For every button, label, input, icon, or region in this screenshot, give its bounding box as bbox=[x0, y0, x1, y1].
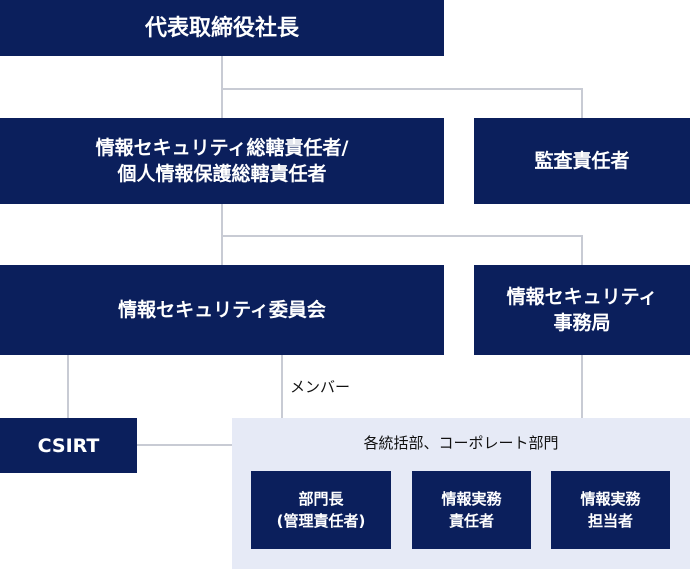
auditor-label: 監査責任者 bbox=[534, 150, 630, 172]
committee-box: 情報セキュリティ委員会 bbox=[0, 265, 444, 355]
dept-head-box: 部門長 (管理責任者) bbox=[251, 471, 391, 549]
committee-label: 情報セキュリティ委員会 bbox=[118, 299, 326, 321]
dept-head-label-line2: (管理責任者) bbox=[276, 512, 366, 530]
practice-resp-label-line2: 責任者 bbox=[448, 512, 494, 530]
practice-staff-label-line1: 情報実務 bbox=[580, 490, 641, 508]
practice-staff-box: 情報実務 担当者 bbox=[551, 471, 670, 549]
connector-to-auditor bbox=[222, 88, 583, 118]
security-officer-label-line1: 情報セキュリティ総轄責任者/ bbox=[95, 137, 349, 159]
practice-resp-label-line1: 情報実務 bbox=[441, 490, 502, 508]
security-officer-box: 情報セキュリティ総轄責任者/ 個人情報保護総轄責任者 bbox=[0, 118, 444, 204]
secretariat-label-line1: 情報セキュリティ bbox=[506, 286, 658, 308]
auditor-box: 監査責任者 bbox=[474, 118, 690, 204]
security-officer-label-line2: 個人情報保護総轄責任者 bbox=[117, 163, 327, 185]
practice-resp-box: 情報実務 責任者 bbox=[412, 471, 531, 549]
dept-head-label-line1: 部門長 bbox=[298, 490, 344, 508]
ceo-label: 代表取締役社長 bbox=[144, 15, 299, 41]
connector-to-secretariat bbox=[222, 235, 583, 265]
departments-group-label: 各統括部、コーポレート部門 bbox=[363, 434, 559, 452]
secretariat-box: 情報セキュリティ 事務局 bbox=[474, 265, 690, 355]
ceo-box: 代表取締役社長 bbox=[0, 0, 444, 56]
csirt-box: CSIRT bbox=[0, 418, 137, 473]
secretariat-label-line2: 事務局 bbox=[553, 312, 611, 334]
practice-staff-label-line2: 担当者 bbox=[587, 512, 633, 530]
member-label: メンバー bbox=[290, 378, 351, 396]
csirt-label: CSIRT bbox=[37, 434, 100, 457]
